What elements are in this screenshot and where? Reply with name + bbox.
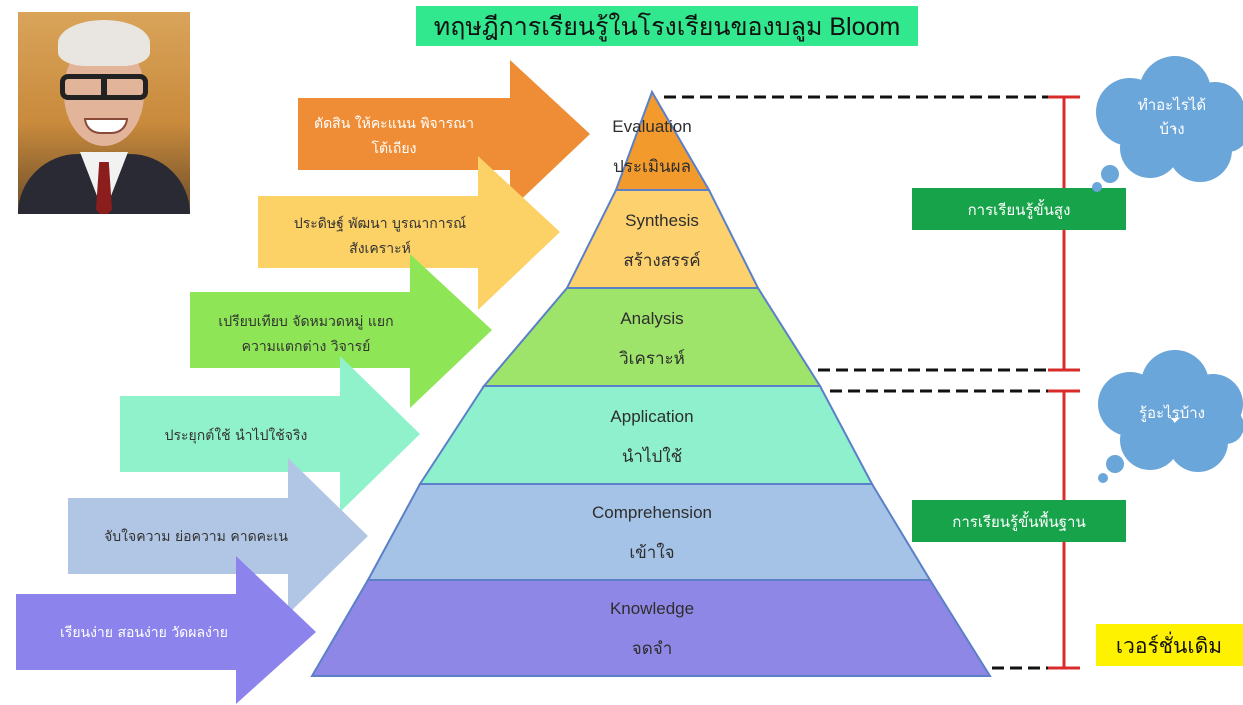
arrow-application: ประยุกต์ใช้ นำไปใช้จริง — [120, 356, 420, 512]
arrow-evaluation-shape — [298, 60, 590, 210]
arrow-synthesis-line-1: ประดิษฐ์ พัฒนา บูรณาการณ์ — [294, 215, 466, 232]
level-knowledge-th: จดจำ — [632, 639, 673, 658]
arrow-comprehension-line-1: จับใจความ ย่อความ คาดคะเน — [104, 528, 288, 545]
pyramid-tier-knowledge — [310, 579, 992, 677]
level-analysis-en: Analysis — [620, 309, 683, 328]
title-text: ทฤษฎีการเรียนรู้ในโรงเรียนของบลูม Bloom — [434, 12, 900, 42]
level-comprehension-en: Comprehension — [592, 503, 712, 522]
arrow-analysis-line-2: ความแตกต่าง วิจารย์ — [242, 338, 371, 355]
pyramid-tier-synthesis — [565, 189, 760, 289]
level-application-th: นำไปใช้ — [622, 446, 682, 466]
level-analysis-th: วิเคราะห์ — [619, 349, 685, 368]
level-synthesis-th: สร้างสรรค์ — [623, 251, 700, 270]
level-evaluation-th: ประเมินผล — [613, 157, 691, 176]
title-banner-bg — [416, 6, 918, 46]
basic-learning-box — [912, 500, 1126, 542]
arrow-evaluation-line-2: โต้เถียง — [372, 140, 417, 157]
cloud-bottom-text: รู้อะไรบ้าง — [1139, 404, 1205, 422]
arrow-analysis-line-1: เปรียบเทียบ จัดหมวดหมู่ แยก — [218, 314, 393, 330]
arrow-application-line-1: ประยุกต์ใช้ นำไปใช้จริง — [165, 427, 308, 444]
level-application-en: Application — [610, 407, 693, 426]
bloom-portrait-photo — [18, 12, 190, 214]
version-label: เวอร์ชั่นเดิม — [1116, 631, 1222, 658]
level-synthesis-en: Synthesis — [625, 211, 699, 230]
arrow-comprehension: จับใจความ ย่อความ คาดคะเน — [68, 458, 368, 614]
arrow-synthesis-line-2: สังเคราะห์ — [349, 240, 411, 257]
cloud-top-line-1: ทำอะไรได้ — [1138, 96, 1206, 114]
arrow-evaluation-line-1: ตัดสิน ให้คะแนน พิจารณา — [314, 115, 474, 132]
arrow-evaluation: ตัดสิน ให้คะแนน พิจารณา โต้เถียง — [298, 60, 590, 210]
action-verb-arrows: ตัดสิน ให้คะแนน พิจารณา โต้เถียง ประดิษฐ… — [16, 60, 590, 704]
higher-learning-label: การเรียนรู้ขั้นสูง — [968, 199, 1071, 219]
cloud-top-line-2: บ้าง — [1159, 120, 1184, 138]
arrow-knowledge: เรียนง่าย สอนง่าย วัดผลง่าย — [16, 556, 316, 704]
version-badge — [1096, 624, 1243, 666]
level-evaluation-en: Evaluation — [612, 117, 691, 136]
arrow-comprehension-shape — [68, 458, 368, 614]
arrow-analysis-shape — [190, 254, 492, 408]
level-knowledge-en: Knowledge — [610, 599, 694, 618]
level-comprehension-th: เข้าใจ — [629, 542, 674, 562]
portrait-glasses-icon — [60, 74, 148, 100]
pyramid-tier-application — [418, 385, 874, 485]
portrait-tie — [96, 162, 112, 214]
basic-learning-label: การเรียนรู้ขั้นพื้นฐาน — [952, 511, 1085, 531]
pyramid-tier-analysis — [481, 287, 822, 387]
arrow-knowledge-shape — [16, 556, 316, 704]
bloom-pyramid — [310, 89, 992, 677]
cloud-bottom: รู้อะไรบ้าง — [1098, 350, 1243, 483]
arrow-synthesis-shape — [258, 156, 560, 310]
level-brackets — [1048, 95, 1080, 670]
cloud-top: ทำอะไรได้ บ้าง — [1092, 56, 1243, 192]
higher-learning-box — [912, 188, 1126, 230]
arrow-analysis: เปรียบเทียบ จัดหมวดหมู่ แยก ความแตกต่าง … — [190, 254, 492, 408]
arrow-synthesis: ประดิษฐ์ พัฒนา บูรณาการณ์ สังเคราะห์ — [258, 156, 560, 310]
pyramid-tier-comprehension — [366, 483, 932, 581]
arrow-application-shape — [120, 356, 420, 512]
portrait-hair — [58, 20, 150, 66]
arrow-knowledge-line-1: เรียนง่าย สอนง่าย วัดผลง่าย — [60, 625, 228, 641]
